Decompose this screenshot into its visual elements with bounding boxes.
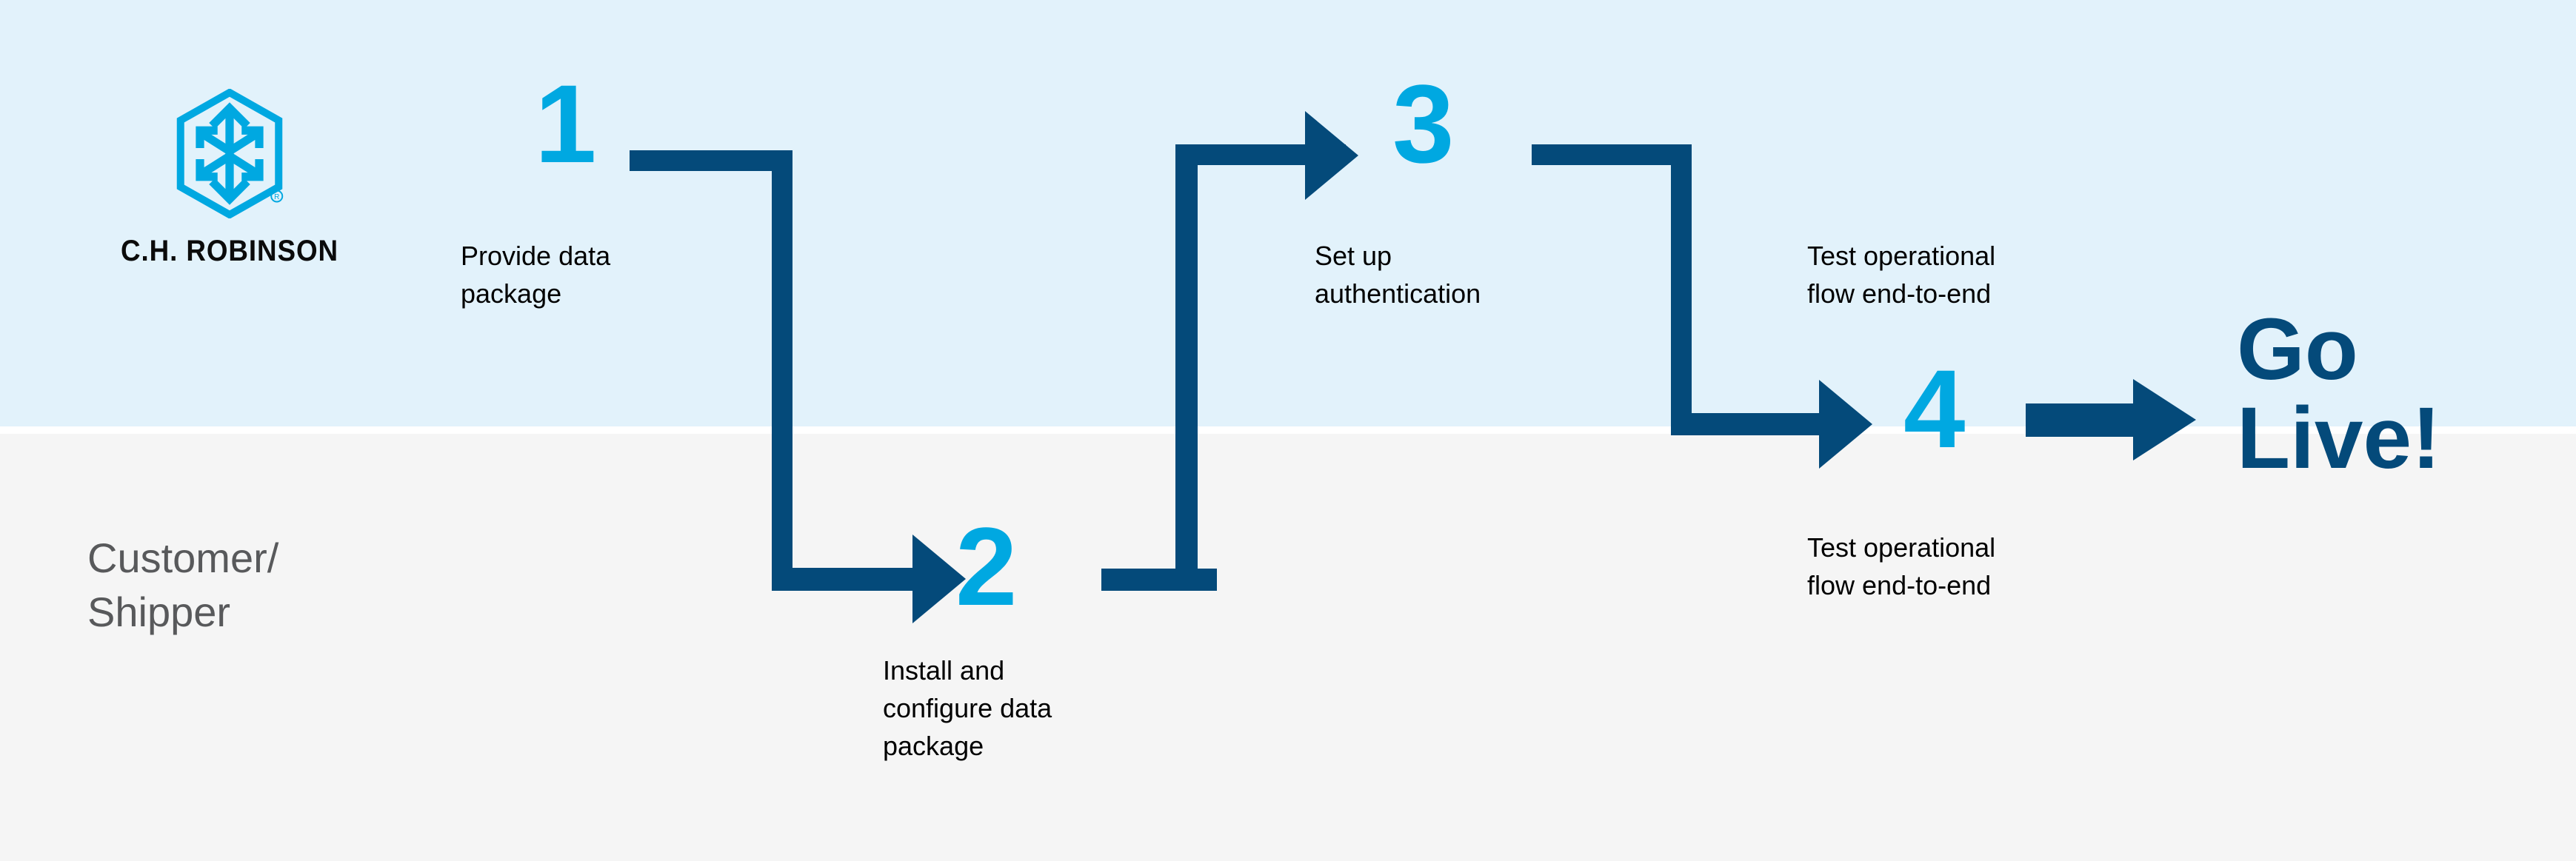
step-3-caption: Set up authentication: [1315, 237, 1581, 312]
connector-3-elbow-horizontal: [1671, 413, 1819, 435]
hexagon-cube-arrows-icon: R: [176, 89, 284, 218]
svg-text:R: R: [274, 193, 279, 201]
step-3-caption-line-2: authentication: [1315, 278, 1481, 309]
step-4-number: 4: [1903, 346, 1966, 471]
connector-2-horizontal: [1101, 569, 1217, 591]
step-1-caption: Provide data package: [461, 237, 705, 312]
lane-label-line-2: Shipper: [87, 588, 231, 635]
band-top-blue: [0, 0, 2576, 426]
connector-1-horizontal: [630, 150, 793, 171]
step-3-number: 3: [1392, 61, 1455, 186]
connector-3-horizontal: [1532, 144, 1687, 165]
go-live-line-1: Go: [2237, 301, 2358, 398]
step-1-number: 1: [535, 61, 597, 186]
brand-logo: R C.H. ROBINSON: [74, 89, 385, 268]
step-2-caption-line-1: Install and: [883, 655, 1005, 686]
step-4-caption: Test operational flow end-to-end: [1807, 529, 2103, 604]
connector-3-vertical: [1671, 144, 1692, 435]
go-live-callout: Go Live!: [2237, 305, 2563, 483]
connector-1-vertical: [772, 150, 793, 589]
step-1-caption-line-2: package: [461, 278, 562, 309]
band-bottom-gray: [0, 434, 2576, 861]
connector-3-arrowhead-icon: [1819, 380, 1872, 469]
step-2-caption: Install and configure data package: [883, 651, 1149, 765]
brand-wordmark: C.H. ROBINSON: [120, 235, 339, 267]
step-2-caption-line-2: configure data: [883, 693, 1052, 724]
step-top-test-caption: Test operational flow end-to-end: [1807, 237, 2103, 312]
step-1-caption-line-1: Provide data: [461, 241, 611, 271]
connector-2-arrowhead-icon: [1305, 111, 1358, 200]
step-top-test-caption-line-2: flow end-to-end: [1807, 278, 1992, 309]
step-4-caption-line-1: Test operational: [1807, 532, 1996, 563]
connector-4-arrowhead-icon: [2133, 379, 2196, 460]
step-2-number: 2: [955, 504, 1018, 629]
step-3-caption-line-1: Set up: [1315, 241, 1392, 271]
step-top-test-caption-line-1: Test operational: [1807, 241, 1996, 271]
lane-label-line-1: Customer/: [87, 535, 279, 581]
connector-1-elbow-horizontal: [772, 568, 912, 591]
go-live-line-2: Live!: [2237, 389, 2441, 488]
step-2-caption-line-3: package: [883, 731, 984, 762]
step-4-caption-line-2: flow end-to-end: [1807, 570, 1992, 601]
connector-1-arrowhead-icon: [912, 535, 966, 623]
connector-2-vertical: [1175, 144, 1198, 591]
connector-4-horizontal: [2026, 403, 2140, 437]
lane-label-customer-shipper: Customer/ Shipper: [87, 532, 398, 640]
